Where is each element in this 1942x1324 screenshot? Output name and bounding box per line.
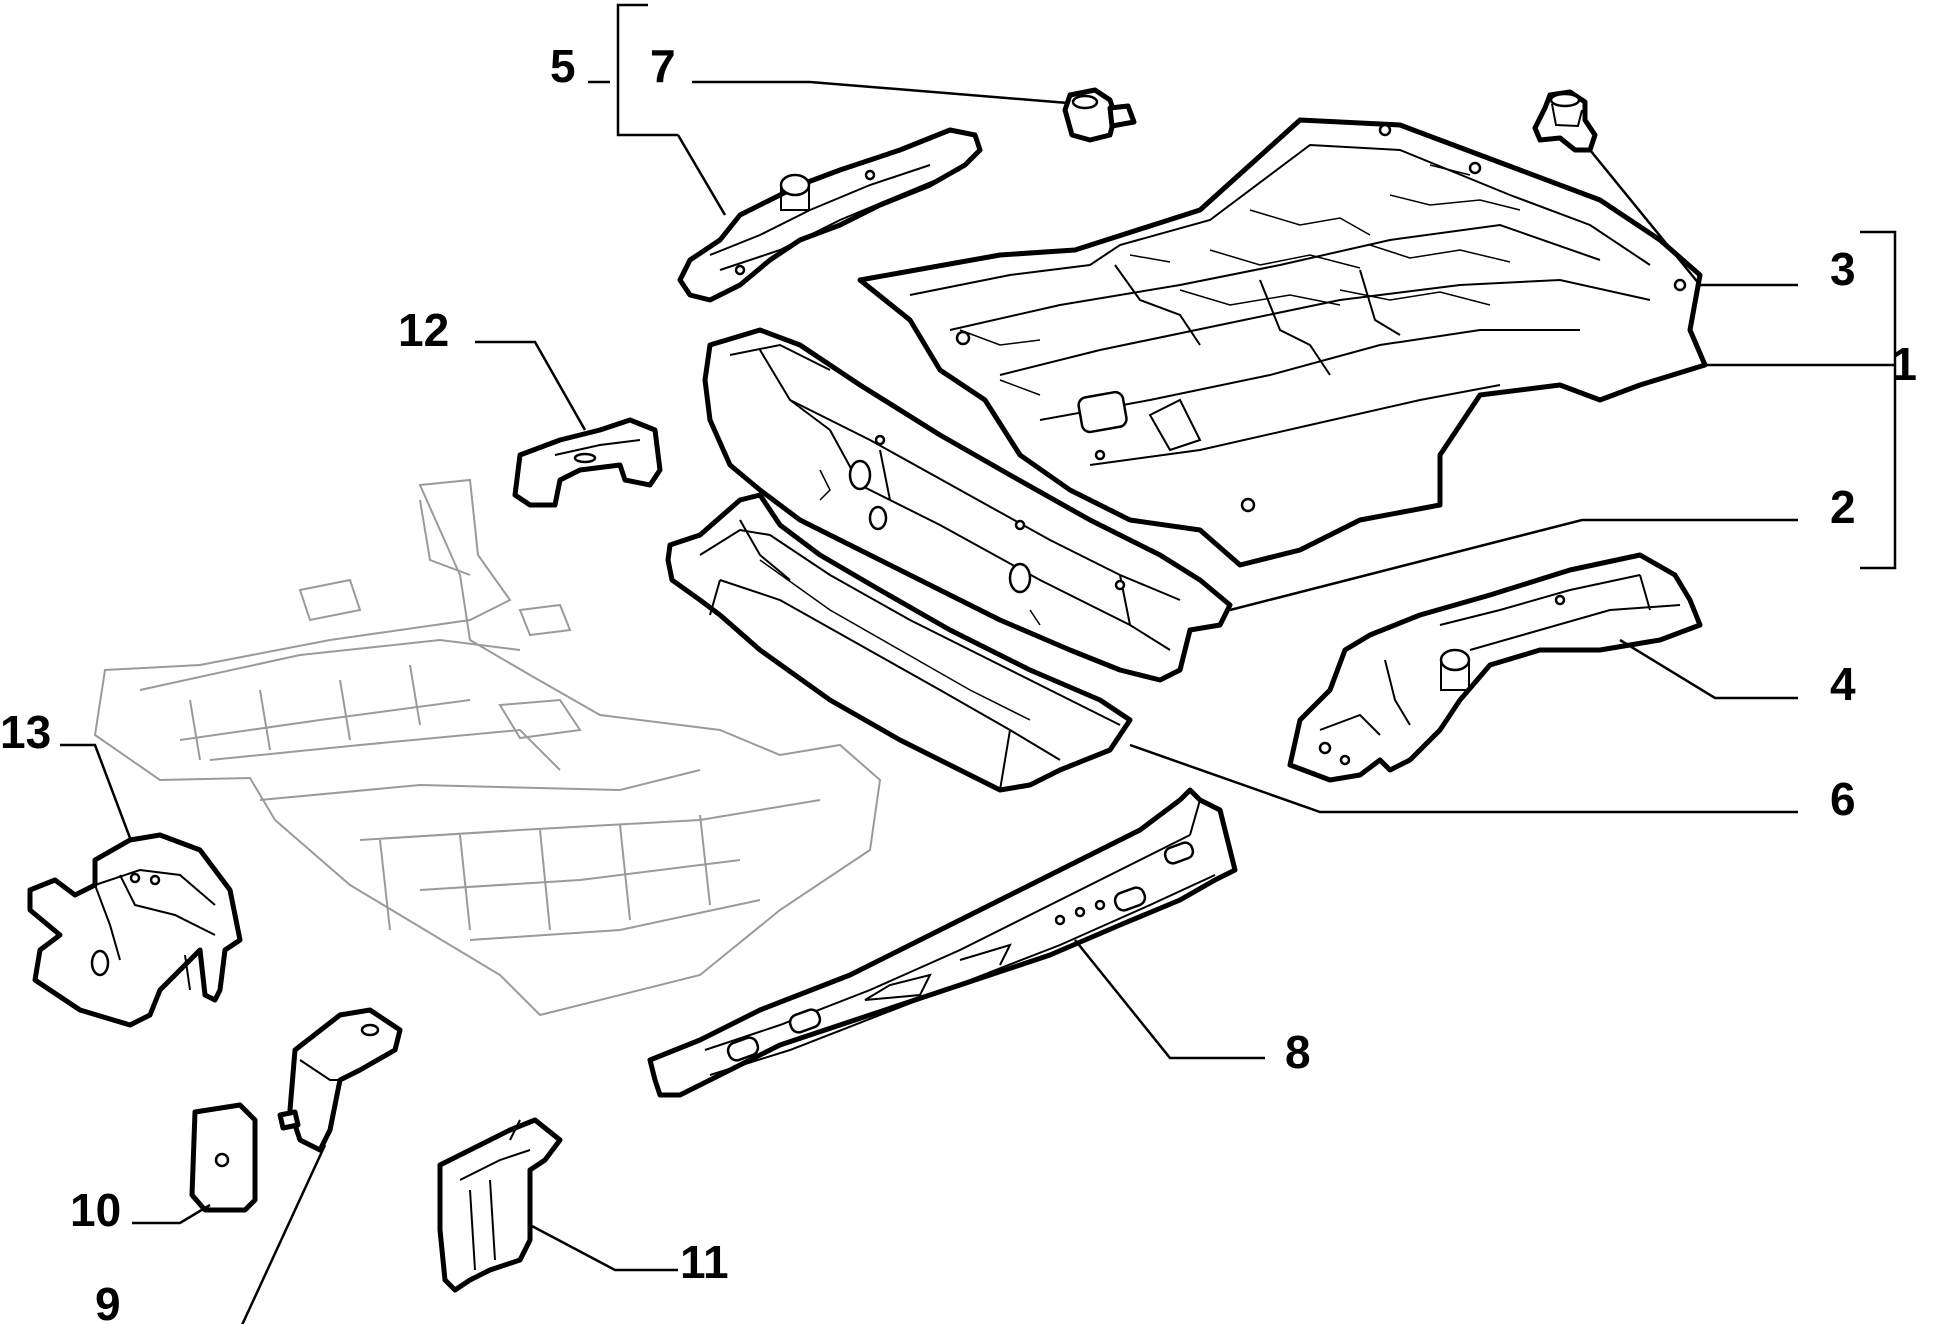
callout-9: 9: [95, 1278, 121, 1324]
callout-8: 8: [1285, 1026, 1311, 1078]
part-10-pad: [189, 1102, 258, 1213]
callout-11: 11: [680, 1236, 729, 1288]
part-4-side-member-right: [1287, 552, 1703, 783]
callout-6: 6: [1830, 773, 1856, 825]
callout-4: 4: [1830, 658, 1856, 710]
leader-lines: [60, 3, 1897, 1324]
callout-10: 10: [70, 1184, 121, 1236]
part-5-side-member-left: [677, 127, 983, 303]
callout-7: 7: [650, 40, 676, 92]
part-1-rear-floor-pan: [857, 117, 1708, 568]
part-8-floor-rail: [647, 787, 1238, 1098]
callout-labels: 5 7 3 1 2 4 6 8 12 13 10 9 11: [0, 40, 1917, 1324]
part-7-plug: [1062, 87, 1137, 143]
part-6-channel-crossmember: [665, 492, 1133, 793]
part-9-bolt-bracket: [277, 1007, 403, 1153]
part-13-seat-bracket: [27, 832, 243, 1028]
callout-1: 1: [1891, 338, 1917, 390]
callout-13: 13: [0, 706, 51, 758]
callout-3: 3: [1830, 243, 1856, 295]
callout-5: 5: [550, 40, 576, 92]
callout-12: 12: [398, 304, 449, 356]
callout-2: 2: [1830, 481, 1856, 533]
reference-floor-panel: [93, 478, 882, 1017]
part-2-crossmember: [702, 327, 1233, 683]
part-3-mount-bracket: [1532, 89, 1598, 153]
part-12-saddle-bracket: [512, 417, 663, 508]
part-11-vertical-bracket: [437, 1117, 563, 1293]
